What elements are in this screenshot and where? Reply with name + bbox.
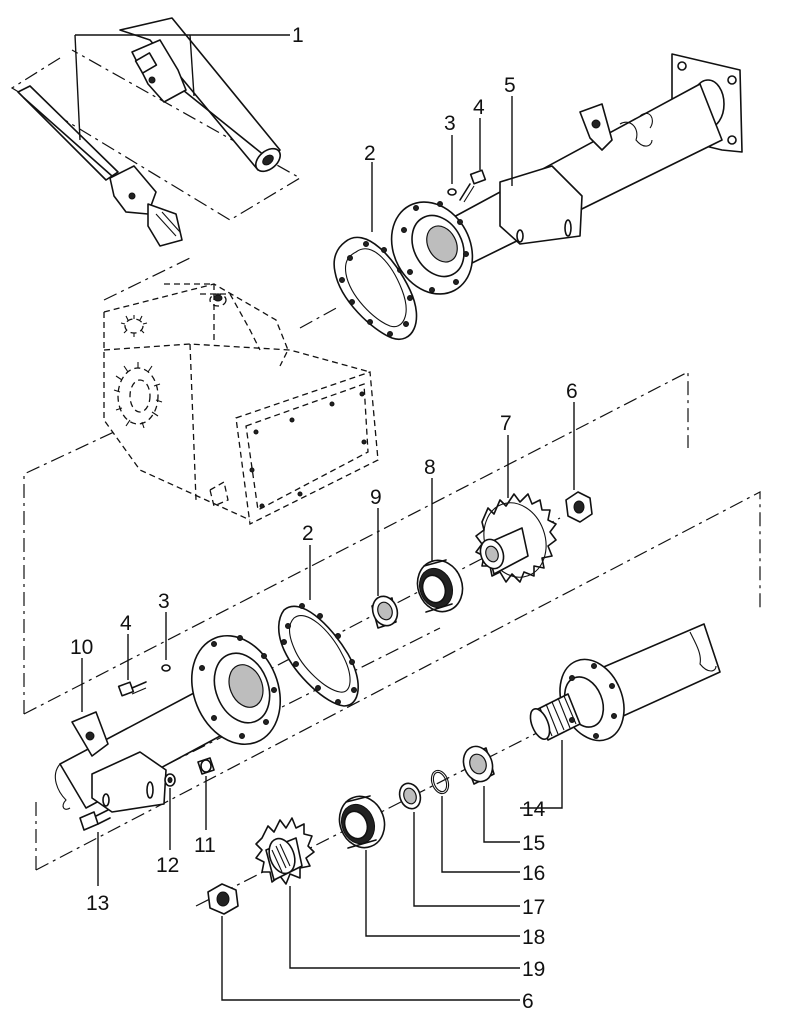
callout-4-lower: 4 — [120, 612, 132, 635]
part-7-sprocket — [475, 435, 557, 583]
part-16-snap-ring — [430, 769, 520, 873]
part-4-bolt-lower — [117, 634, 147, 697]
callout-14: 14 — [522, 798, 546, 821]
part-6-nut-upper — [565, 402, 593, 523]
callout-7: 7 — [500, 412, 512, 435]
callout-15: 15 — [522, 832, 545, 855]
part-3-washer-lower — [161, 612, 171, 672]
part-17-spacer — [398, 782, 520, 907]
callout-3-lower: 3 — [158, 590, 170, 613]
callout-19: 19 — [522, 958, 545, 981]
part-4-bolt-upper — [459, 118, 487, 203]
part-2-gasket-upper — [333, 162, 418, 341]
part-3-washer-upper — [447, 135, 457, 196]
part-2-gasket-lower — [277, 545, 359, 707]
callout-6-lower: 6 — [522, 990, 534, 1013]
part-19-sprocket — [255, 817, 520, 969]
part-5-axle-housing — [390, 53, 743, 295]
callout-11: 11 — [194, 834, 216, 857]
callout-3-upper: 3 — [444, 112, 456, 135]
part-14-output-flange — [520, 623, 721, 809]
part-12-washer — [164, 773, 176, 850]
part-18-bearing — [338, 795, 520, 937]
callout-labels: 1 2 3 4 5 6 7 8 9 2 3 4 10 11 12 13 14 1… — [70, 24, 578, 1013]
part-6-nut-lower — [207, 883, 520, 1001]
callout-2-upper: 2 — [364, 142, 376, 165]
part-11-nut — [197, 757, 215, 830]
callout-18: 18 — [522, 926, 545, 949]
callout-1: 1 — [292, 24, 304, 47]
callout-10: 10 — [70, 636, 93, 659]
part-8-bearing — [416, 478, 464, 613]
part-10-axle-housing-lower — [54, 634, 282, 813]
part-13-bolt — [79, 809, 111, 886]
part-1-drive-shaft — [10, 17, 302, 247]
transmission-housing — [103, 257, 379, 525]
callout-17: 17 — [522, 896, 545, 919]
part-15-bushing — [462, 745, 520, 843]
callout-8: 8 — [424, 456, 436, 479]
callout-13: 13 — [86, 892, 109, 915]
callout-16: 16 — [522, 862, 545, 885]
callout-12: 12 — [156, 854, 179, 877]
callout-5: 5 — [504, 74, 516, 97]
center-line-upper — [299, 305, 341, 329]
part-9-bushing — [371, 508, 399, 629]
callout-6-upper: 6 — [566, 380, 578, 403]
callout-2-lower: 2 — [302, 522, 314, 545]
callout-9: 9 — [370, 486, 382, 509]
callout-4-upper: 4 — [473, 96, 485, 119]
